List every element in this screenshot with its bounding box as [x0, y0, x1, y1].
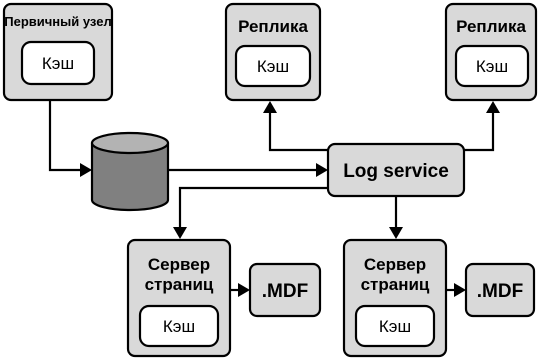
edge-log-to-replica-right [464, 101, 500, 152]
primary-node-cache-label: Кэш [42, 54, 74, 73]
primary-node-title: Первичный узел [4, 14, 111, 29]
page-server-left-cache-box [138, 304, 220, 348]
page-server-left: Сервер страниц Кэш [126, 238, 232, 358]
replica-right-cache-label: Кэш [476, 57, 508, 76]
edge-log-to-replica-left [263, 101, 328, 152]
page-server-left-title-line2: страниц [145, 275, 214, 294]
primary-node-cache-box [20, 40, 96, 86]
arrow-head-icon [80, 163, 92, 177]
arrow-head-icon [389, 227, 403, 239]
edge-page-server-right-to-mdf [446, 283, 466, 297]
mdf-left-label: .MDF [262, 281, 308, 302]
replica-right-cache-box [454, 44, 530, 88]
arrow-head-icon [486, 101, 500, 113]
mdf-right: .MDF [464, 262, 536, 318]
arrow-head-icon [454, 283, 466, 297]
mdf-left: .MDF [248, 262, 322, 318]
edge-database-to-log [168, 163, 328, 177]
edge-log-to-replica-right-line [464, 112, 495, 152]
edge-log-to-page-server-right [389, 196, 403, 239]
page-server-left-title-line1: Сервер [148, 255, 210, 274]
edge-log-to-replica-left-line [268, 112, 328, 152]
replica-right: Реплика Кэш [444, 2, 538, 102]
database-cylinder-icon [90, 131, 170, 212]
replica-left-cache-label: Кэш [257, 57, 289, 76]
arrow-head-icon [263, 101, 277, 113]
replica-left-title: Реплика [238, 17, 308, 36]
replica-right-title: Реплика [456, 17, 526, 36]
page-server-right-cache-box [354, 304, 436, 348]
arrow-head-icon [238, 283, 250, 297]
page-server-right-title-line1: Сервер [364, 255, 426, 274]
primary-node: Первичный узел Кэш [2, 2, 114, 102]
log-service: Log service [326, 142, 466, 198]
page-server-right-cache-label: Кэш [379, 317, 411, 336]
replica-left: Реплика Кэш [224, 2, 322, 102]
database-cylinder-body [90, 143, 170, 212]
arrow-head-icon [316, 163, 328, 177]
database-cylinder-top [90, 131, 170, 155]
edge-primary-to-database-line [48, 100, 82, 172]
edge-log-to-page-server-left [173, 186, 328, 239]
log-service-label: Log service [343, 161, 449, 182]
edge-log-to-page-server-left-line [178, 186, 328, 228]
mdf-right-label: .MDF [477, 281, 523, 302]
page-server-left-cache-label: Кэш [163, 317, 195, 336]
edge-primary-to-database [48, 100, 92, 177]
edge-page-server-left-to-mdf [230, 283, 250, 297]
arrow-head-icon [173, 227, 187, 239]
page-server-right-title-line2: страниц [361, 275, 430, 294]
replica-left-cache-box [234, 44, 312, 88]
page-server-right: Сервер страниц Кэш [342, 238, 448, 358]
